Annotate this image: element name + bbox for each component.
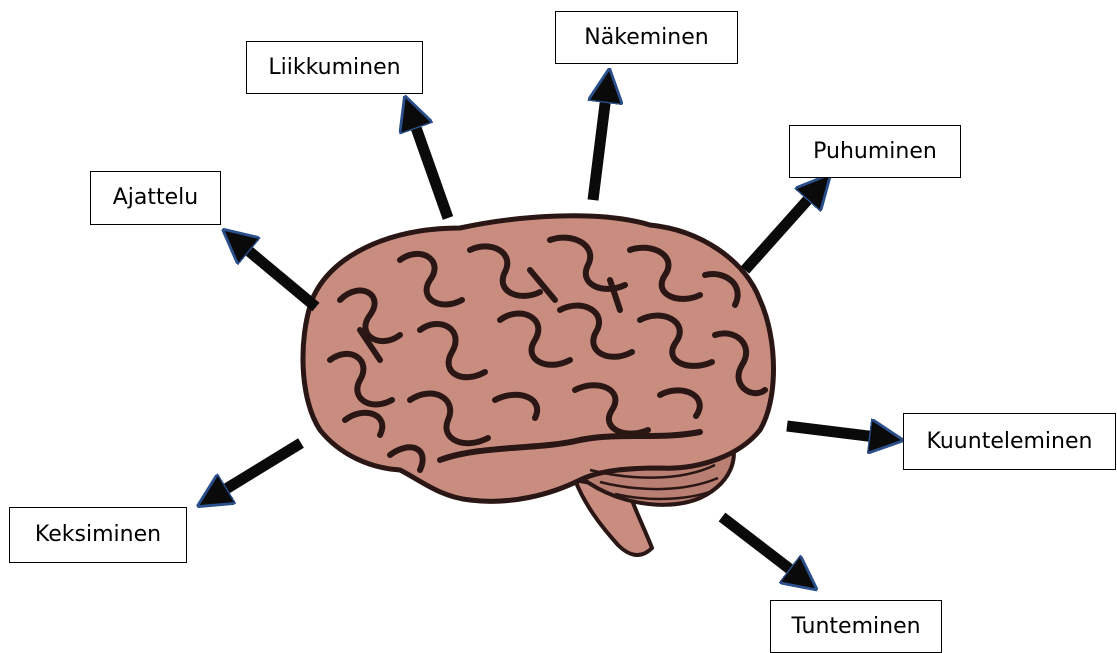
label-keksiminen: Keksiminen <box>9 507 187 563</box>
label-kuunteleminen: Kuunteleminen <box>903 413 1116 470</box>
label-liikkuminen-text: Liikkuminen <box>268 57 400 79</box>
label-ajattelu: Ajattelu <box>90 171 221 225</box>
arrow-ajattelu <box>244 247 316 307</box>
arrow-keksiminen <box>221 443 301 492</box>
label-keksiminen-text: Keksiminen <box>35 524 161 546</box>
arrow-puhuminen <box>745 195 812 270</box>
arrow-nakeminen <box>593 96 606 200</box>
label-liikkuminen: Liikkuminen <box>246 41 423 94</box>
label-puhuminen-text: Puhuminen <box>813 141 937 163</box>
arrow-tunteminen <box>722 517 795 573</box>
label-kuunteleminen-text: Kuunteleminen <box>927 431 1093 453</box>
label-nakeminen: Näkeminen <box>555 11 738 64</box>
label-nakeminen-text: Näkeminen <box>584 27 708 49</box>
brain-illustration <box>303 216 774 555</box>
label-ajattelu-text: Ajattelu <box>113 187 199 209</box>
label-puhuminen: Puhuminen <box>789 125 961 178</box>
label-tunteminen: Tunteminen <box>770 600 942 653</box>
arrow-liikkuminen <box>414 122 448 218</box>
arrow-kuunteleminen <box>787 426 876 437</box>
label-tunteminen-text: Tunteminen <box>791 616 920 638</box>
